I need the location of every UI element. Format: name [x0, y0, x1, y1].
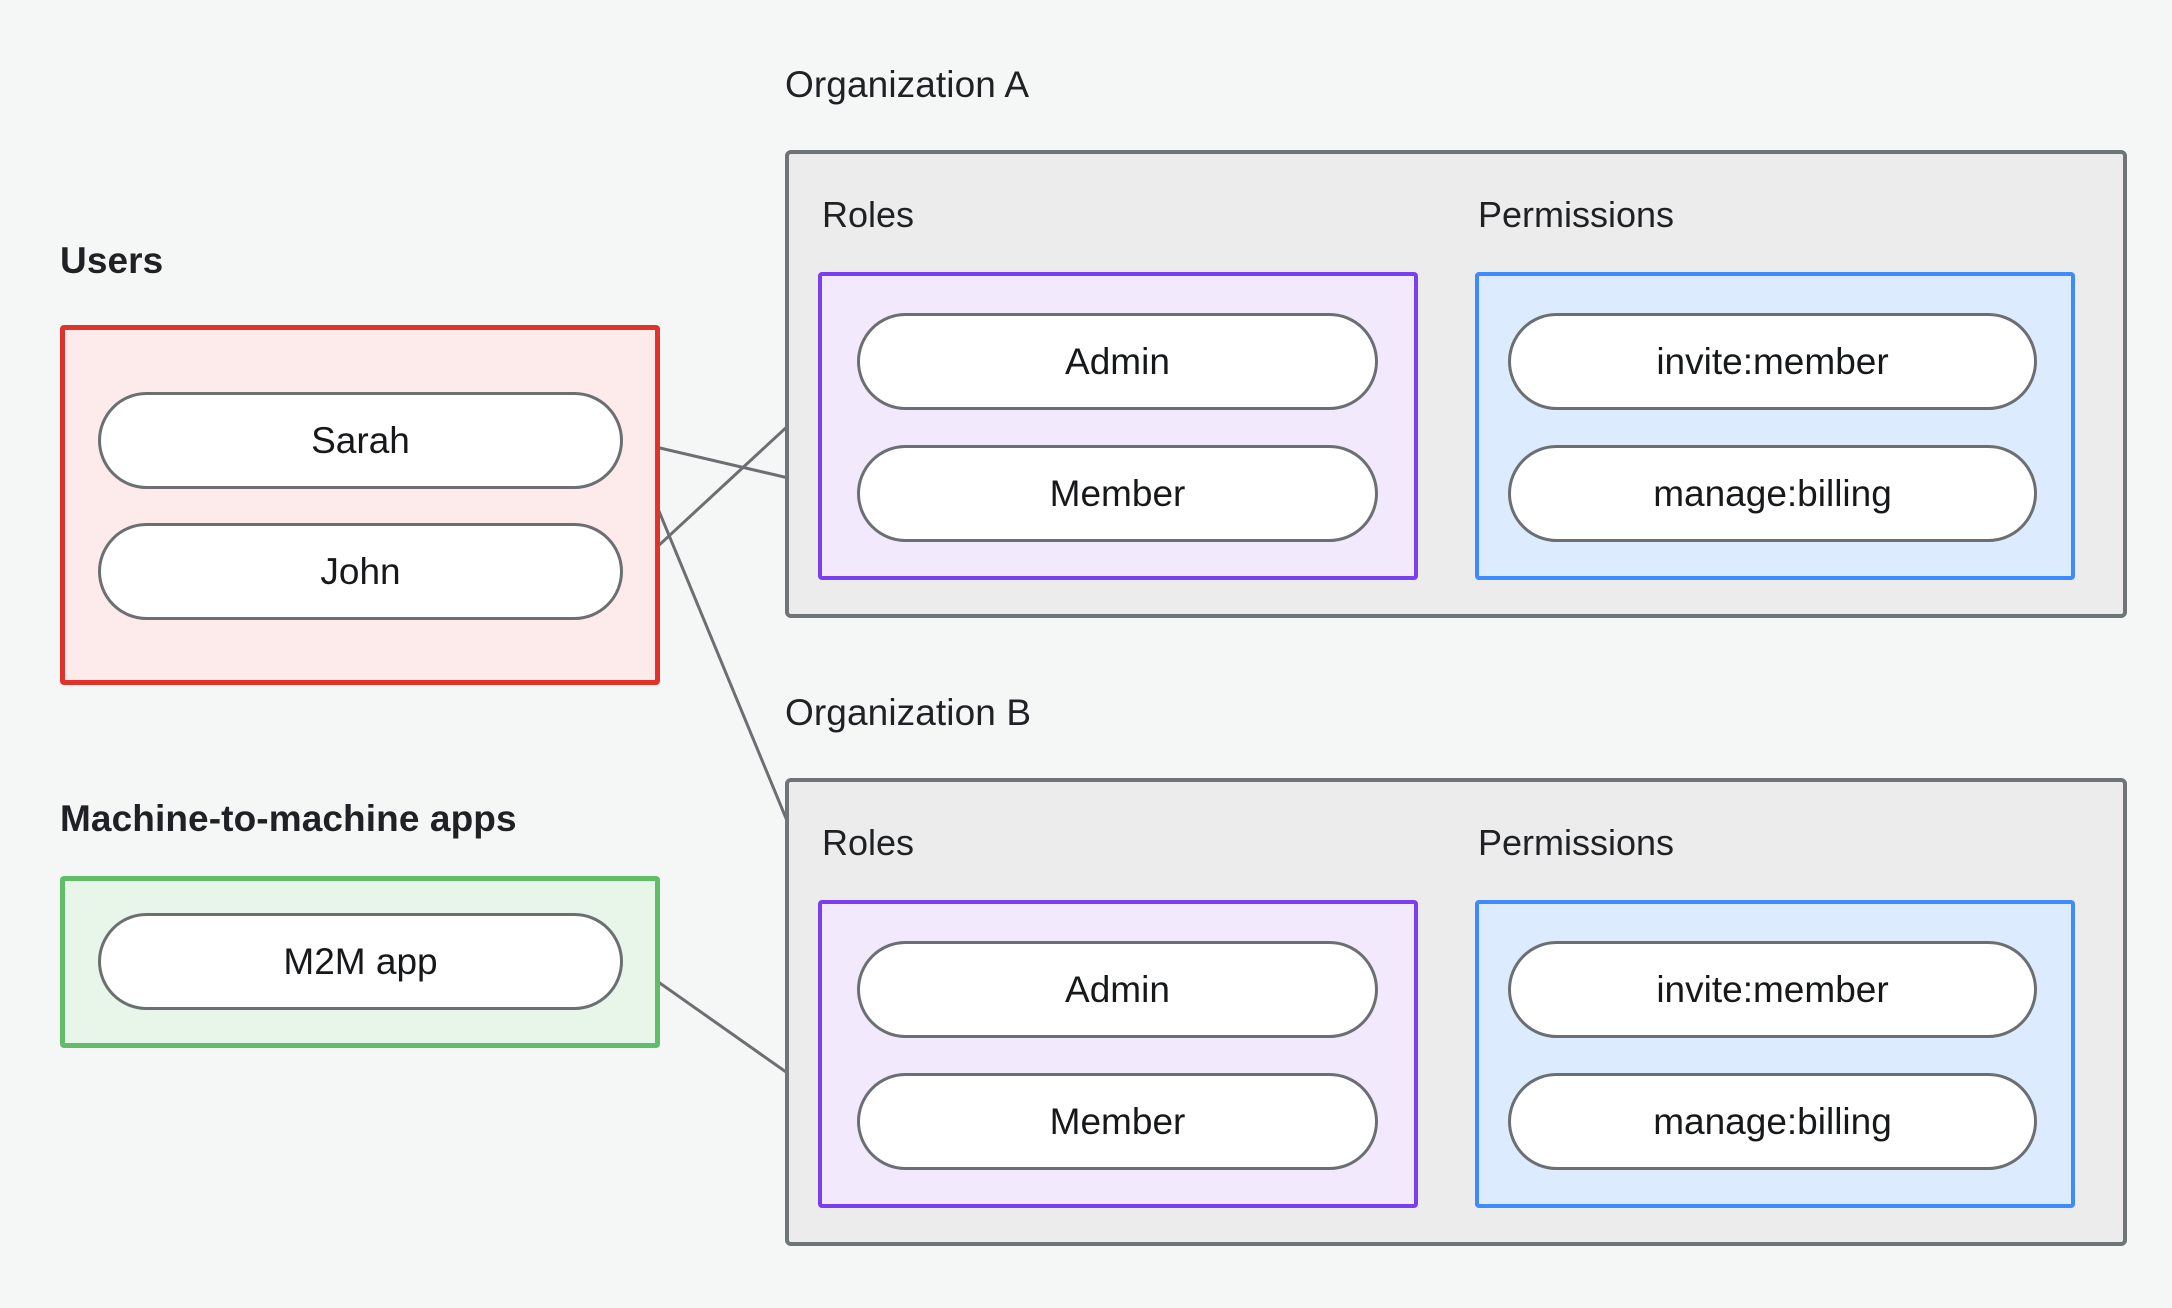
m2m-group-label: Machine-to-machine apps	[60, 798, 517, 839]
organization-a-permission-invite-member[interactable]: invite:member	[1508, 313, 2037, 410]
organization-a-roles-label: Roles	[822, 194, 915, 235]
organization-b-permission-invite-member[interactable]: invite:member	[1508, 941, 2037, 1038]
organization-b-permission-manage-billing[interactable]: manage:billing	[1508, 1073, 2037, 1170]
organization-b-label: Organization B	[785, 692, 1032, 733]
organization-a-role-member[interactable]: Member	[857, 445, 1378, 542]
organization-a-role-admin[interactable]: Admin	[857, 313, 1378, 410]
users-group-label: Users	[60, 240, 164, 281]
organization-b-permissions-label: Permissions	[1478, 822, 1675, 863]
user-node-sarah[interactable]: Sarah	[98, 392, 623, 489]
organization-a-permission-manage-billing[interactable]: manage:billing	[1508, 445, 2037, 542]
organization-a-permissions-label: Permissions	[1478, 194, 1675, 235]
organization-b-role-member[interactable]: Member	[857, 1073, 1378, 1170]
organization-b-role-admin[interactable]: Admin	[857, 941, 1378, 1038]
organization-a-label: Organization A	[785, 64, 1030, 105]
users-group-box	[60, 325, 660, 685]
m2m-node-app[interactable]: M2M app	[98, 913, 623, 1010]
organization-b-roles-label: Roles	[822, 822, 915, 863]
user-node-john[interactable]: John	[98, 523, 623, 620]
